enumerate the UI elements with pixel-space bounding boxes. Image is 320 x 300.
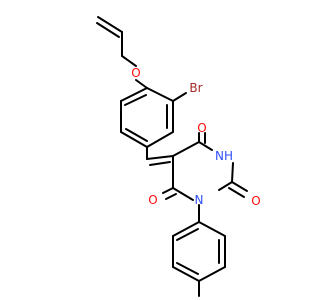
- atom-label-ether-oxygen: O: [131, 66, 140, 80]
- bond-c2-n1: [218, 181, 233, 191]
- bond-ring2-a: [172, 221, 200, 237]
- bond-c4-n3: [198, 141, 213, 151]
- atom-label-ring-nitrogen: N: [195, 193, 204, 207]
- atom-label-bromine: Br: [189, 81, 202, 95]
- bond-allyl-double-b: [96, 22, 120, 38]
- bond-c2-o-a: [231, 181, 248, 192]
- atom-label-top-carbonyl-oxygen: O: [197, 121, 206, 135]
- bonds-layer: [96, 16, 248, 297]
- bond-ring1-a-inner: [124, 94, 147, 106]
- molecule-structure: O Br O NH O N O: [96, 16, 261, 297]
- bond-c6-o-a: [162, 187, 174, 194]
- bond-ring1-c: [120, 131, 148, 148]
- bond-ring1-f: [146, 87, 174, 102]
- structure-canvas: O Br O NH O N O: [96, 16, 261, 297]
- bond-o-aryl: [135, 79, 148, 89]
- bond-ring2-c-inner: [176, 262, 199, 275]
- atom-label-left-carbonyl-oxygen: O: [148, 193, 157, 207]
- atom-label-nh: NH: [215, 149, 233, 163]
- atom-label-right-carbonyl-oxygen: O: [251, 194, 260, 208]
- bond-ch2-o: [121, 55, 137, 67]
- bond-c6-o-b: [165, 193, 177, 200]
- bond-allyl-double-a: [97, 16, 123, 33]
- bond-n1-c6: [172, 187, 194, 201]
- bond-ch-c5-double-a: [146, 155, 174, 160]
- bond-c2-o-b: [228, 187, 245, 198]
- bond-ring1-d: [146, 131, 174, 148]
- bond-ring1-c-inner: [125, 128, 148, 142]
- bond-ring2-f: [198, 221, 226, 237]
- bond-ring2-a-inner: [176, 228, 199, 241]
- bond-ring1-a: [120, 87, 148, 102]
- bond-ring2-c: [172, 266, 200, 282]
- bond-n3-c2: [231, 162, 234, 183]
- bond-aryl-br: [172, 92, 187, 102]
- bond-ring2-d: [198, 266, 226, 282]
- bond-ch-c5-double-b: [149, 161, 171, 166]
- atom-labels-layer: O Br O NH O N O: [131, 66, 260, 208]
- bond-c5-c4: [172, 141, 200, 157]
